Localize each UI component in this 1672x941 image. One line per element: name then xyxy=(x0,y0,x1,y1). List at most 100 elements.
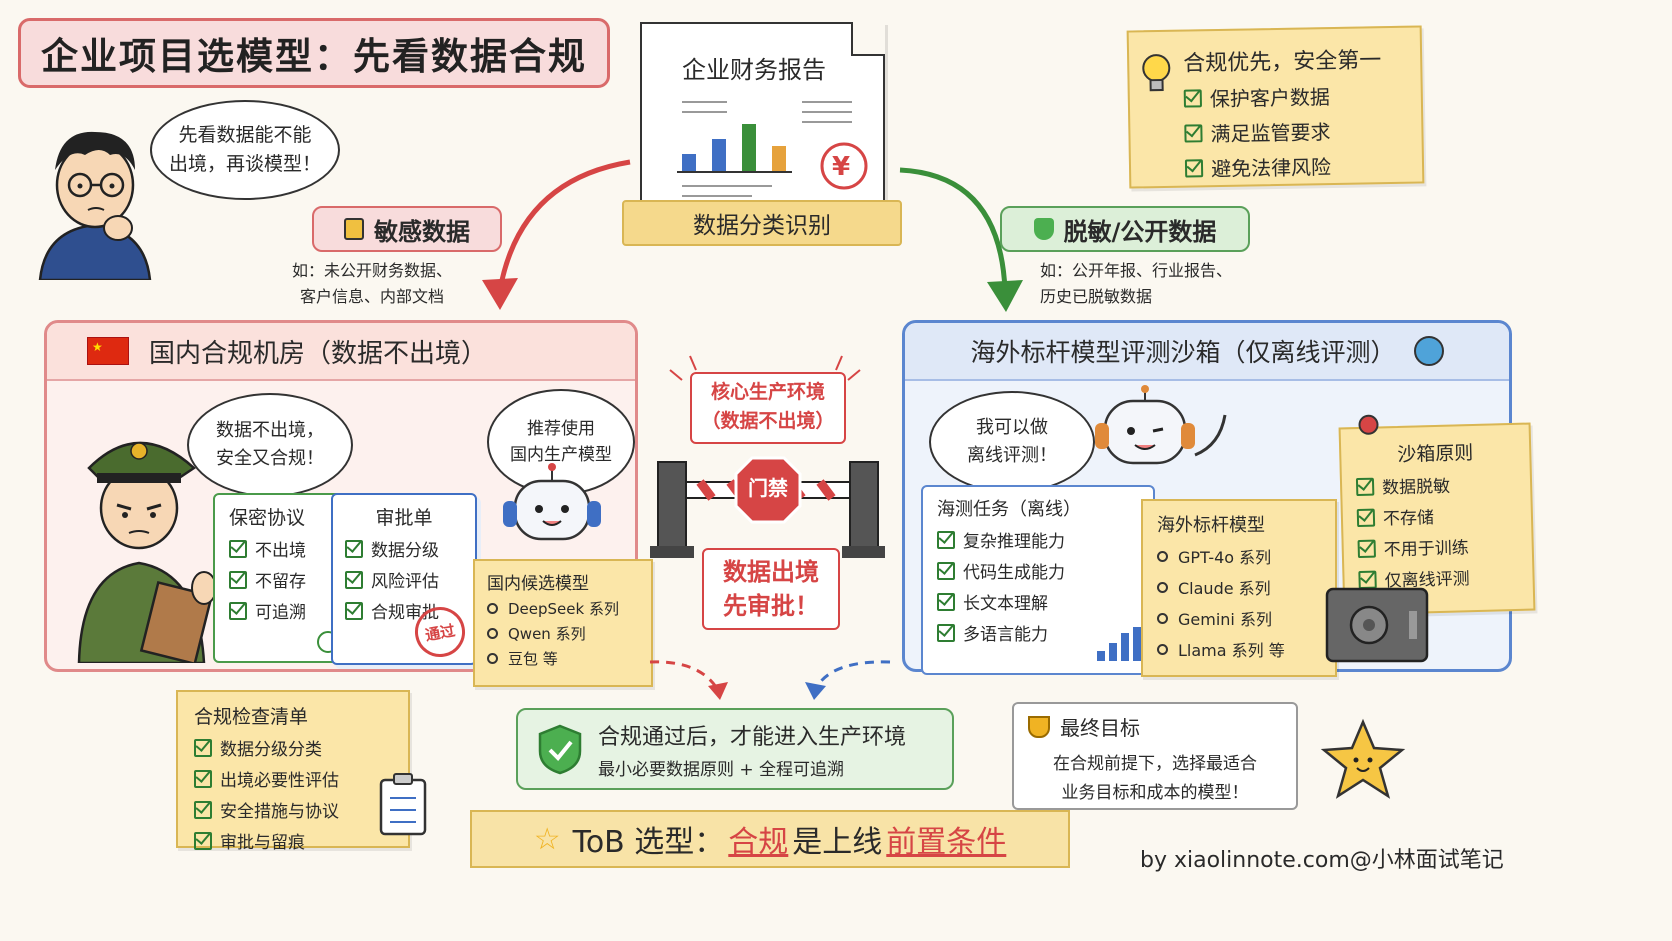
lock-icon xyxy=(344,218,364,240)
trophy-icon xyxy=(1028,715,1050,738)
warn-line: 数据出境 xyxy=(723,558,819,586)
checkbox-icon xyxy=(937,623,955,642)
sensitive-data-label: 敏感数据 xyxy=(312,206,502,252)
export-warning-sign: 数据出境 先审批！ xyxy=(702,548,840,630)
check-text: 不存储 xyxy=(1382,508,1435,530)
checkbox-icon xyxy=(194,769,212,788)
report-bar-chart-icon xyxy=(677,101,868,197)
check-item: 长文本理解 xyxy=(937,589,1139,614)
card-title: 保密协议 xyxy=(229,507,306,529)
checkbox-icon xyxy=(229,539,247,558)
list-text: Claude 系列 xyxy=(1178,579,1271,598)
bubble-line: 数据不出境， xyxy=(216,420,324,442)
check-text: 风险评估 xyxy=(371,572,439,592)
desc-line: 客户信息、内部文档 xyxy=(300,286,445,306)
thinking-person-illustration xyxy=(30,110,160,282)
check-item: 数据脱敏 xyxy=(1355,470,1517,499)
overseas-panel: 海外标杆模型评测沙箱（仅离线评测） 我可以做离线评测！ 海测任务（离线） 复杂推… xyxy=(902,320,1536,677)
list-item: DeepSeek 系列 xyxy=(487,598,639,619)
byline: by xiaolinnote.com@小林面试笔记 xyxy=(1140,848,1504,873)
sign-line: 核心生产环境 xyxy=(710,381,825,403)
core-production-sign: 核心生产环境 （数据不出境） xyxy=(690,372,846,444)
check-text: 出境必要性评估 xyxy=(220,771,339,791)
overseas-robot-illustration xyxy=(1095,385,1227,465)
list-item: 豆包 等 xyxy=(487,648,639,669)
checkbox-icon xyxy=(194,800,212,819)
card-title: 海外标杆模型 xyxy=(1157,515,1265,536)
domestic-title: 国内合规机房（数据不出境） xyxy=(149,338,488,369)
clipboard-icon xyxy=(379,773,427,836)
tip-item-text: 避免法律风险 xyxy=(1210,155,1332,182)
list-text: DeepSeek 系列 xyxy=(508,600,619,618)
checkbox-icon xyxy=(229,601,247,620)
overseas-models-note: 海外标杆模型 GPT-4o 系列 Claude 系列 Gemini 系列 Lla… xyxy=(1141,499,1337,677)
bubble-line: 我可以做 xyxy=(976,417,1048,439)
guard-officer-illustration xyxy=(77,441,217,663)
bubble-line: 离线评测！ xyxy=(967,445,1057,466)
check-item: 安全措施与协议 xyxy=(194,797,392,822)
compliance-pass-box: 合规通过后，才能进入生产环境 最小必要数据原则 + 全程可追溯 xyxy=(516,708,954,790)
checkbox-icon xyxy=(229,570,247,589)
domestic-panel: ★ 国内合规机房（数据不出境） 数据不出境，安全又合规！ 保密协议 不出境 不留… xyxy=(44,320,653,687)
tip-item: 满足监管要求 xyxy=(1184,115,1411,148)
thinking-speech-bubble: 先看数据能不能出境，再谈模型！ xyxy=(150,100,340,200)
list-item: Llama 系列 等 xyxy=(1157,637,1321,661)
public-data-label: 脱敏/公开数据 xyxy=(1000,206,1250,252)
checkbox-icon xyxy=(194,831,212,850)
banner-prefix: ToB 选型： xyxy=(572,825,725,860)
checkbox-icon xyxy=(345,601,363,620)
public-desc: 如：公开年报、行业报告、 历史已脱敏数据 xyxy=(1040,258,1232,309)
card-title: 审批单 xyxy=(375,507,433,529)
sign-line: （数据不出境） xyxy=(701,409,835,432)
right-green-arrow-icon xyxy=(899,167,1023,312)
check-item: 复杂推理能力 xyxy=(937,527,1139,552)
compliance-tip-note: 合规优先，安全第一 保护客户数据 满足监管要求 避免法律风险 xyxy=(1126,25,1425,189)
shield-icon xyxy=(1033,218,1054,240)
check-text: 合规审批 xyxy=(371,603,439,623)
checkbox-icon xyxy=(194,738,212,757)
tip-item-text: 满足监管要求 xyxy=(1210,120,1331,147)
tip-item-text: 保护客户数据 xyxy=(1209,85,1331,112)
list-text: GPT-4o 系列 xyxy=(1178,548,1272,567)
pass-line2: 最小必要数据原则 + 全程可追溯 xyxy=(598,759,845,780)
check-text: 不出境 xyxy=(255,541,306,561)
financial-report-document: 企业财务报告 ¥ xyxy=(640,22,885,212)
list-text: Gemini 系列 xyxy=(1178,610,1272,629)
sensitive-desc: 如：未公开财务数据、 客户信息、内部文档 xyxy=(292,258,452,309)
check-item: 数据分级 xyxy=(345,536,463,561)
china-flag-icon: ★ xyxy=(87,337,129,365)
globe-icon xyxy=(1413,336,1444,366)
check-item: 数据分级分类 xyxy=(194,735,392,760)
checkbox-icon xyxy=(1184,123,1203,143)
list-item: GPT-4o 系列 xyxy=(1157,544,1321,568)
approval-form-card: 审批单 数据分级 风险评估 合规审批 通过 xyxy=(331,493,477,665)
checkbox-icon xyxy=(1355,477,1375,496)
access-gate-illustration xyxy=(650,355,885,558)
check-text: 多语言能力 xyxy=(963,625,1048,645)
check-text: 数据脱敏 xyxy=(1381,476,1451,499)
banner-highlight: 合规 xyxy=(728,825,789,860)
check-item: 审批与留痕 xyxy=(194,828,392,853)
star-mascot-icon xyxy=(1320,718,1406,799)
goal-title: 最终目标 xyxy=(1060,716,1140,740)
check-text: 可追溯 xyxy=(255,603,306,623)
tip-item: 避免法律风险 xyxy=(1184,150,1412,183)
checkbox-icon xyxy=(1183,88,1202,108)
check-item: 风险评估 xyxy=(345,567,463,592)
list-item: Qwen 系列 xyxy=(487,623,639,644)
bubble-line: 先看数据能不能 xyxy=(178,123,312,146)
desc-line: 如：未公开财务数据、 xyxy=(292,261,453,280)
pass-line1: 合规通过后，才能进入生产环境 xyxy=(598,724,907,750)
guard-speech-bubble: 数据不出境，安全又合规！ xyxy=(187,393,353,497)
check-text: 审批与留痕 xyxy=(220,833,305,853)
check-item: 不存储 xyxy=(1356,501,1518,530)
tip-title: 合规优先，安全第一 xyxy=(1183,48,1382,77)
public-label-text: 脱敏/公开数据 xyxy=(1063,217,1217,246)
tob-selection-banner: ☆ ToB 选型： 合规 是上线 前置条件 xyxy=(470,810,1070,868)
overseas-header: 海外标杆模型评测沙箱（仅离线评测） xyxy=(905,323,1509,381)
check-text: 代码生成能力 xyxy=(963,563,1065,583)
checkbox-icon xyxy=(1357,539,1376,558)
goal-line: 在合规前提下，选择最适合 xyxy=(1053,754,1257,774)
check-item: 不留存 xyxy=(229,567,333,592)
left-red-arrow-icon xyxy=(482,159,631,310)
